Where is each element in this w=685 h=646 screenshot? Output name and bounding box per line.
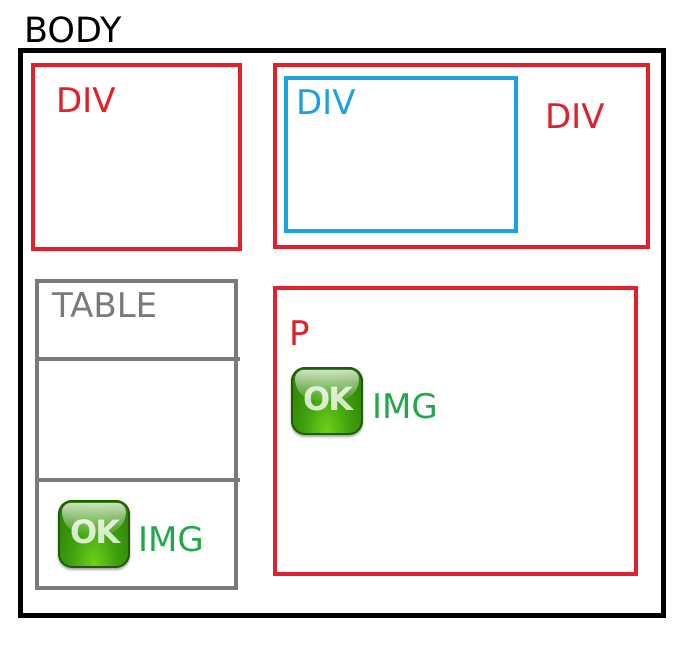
- paragraph-box: [273, 286, 638, 576]
- inner-div-box: [284, 76, 518, 233]
- table-box: [35, 279, 238, 590]
- table-row-divider: [35, 357, 240, 361]
- inner-div-label: DIV: [296, 83, 356, 123]
- body-box: [18, 48, 666, 618]
- outer-right-div-label: DIV: [545, 97, 605, 137]
- table-img-label: IMG: [138, 520, 204, 560]
- body-label: BODY: [24, 11, 122, 51]
- table-label: TABLE: [52, 286, 158, 326]
- ok-icon-text: OK: [303, 380, 353, 418]
- paragraph-label: P: [289, 314, 310, 354]
- paragraph-img-label: IMG: [372, 387, 438, 427]
- outer-right-div-box: [273, 63, 650, 249]
- left-div-label: DIV: [56, 81, 116, 121]
- left-div-box: [31, 63, 242, 251]
- table-row-divider: [35, 478, 240, 482]
- ok-button-icon: OK: [291, 367, 363, 435]
- ok-button-icon: OK: [58, 500, 130, 568]
- ok-icon-text: OK: [70, 513, 120, 551]
